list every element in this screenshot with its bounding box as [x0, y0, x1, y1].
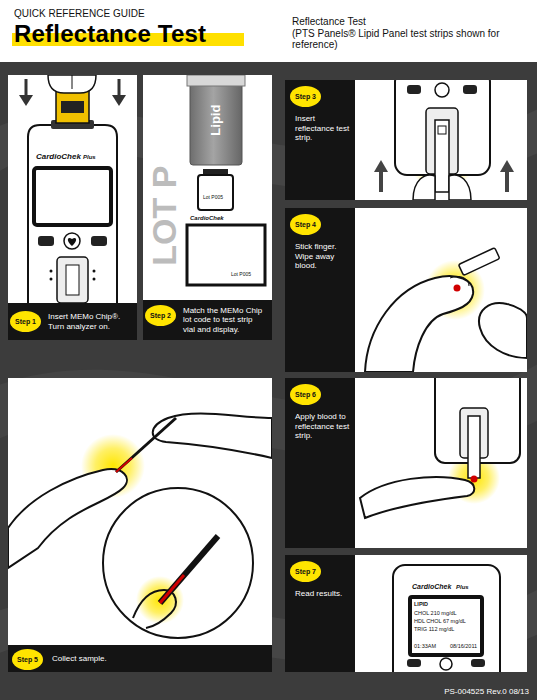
display-text: LIPID	[414, 601, 428, 607]
caption-holder: Stick finger. Wipe away blood.	[295, 242, 351, 274]
brand-label: CardioChek	[36, 153, 81, 162]
collect-sample-illustration	[8, 378, 272, 672]
step-badge: Step 5	[12, 649, 43, 670]
step-caption: Insert reflectance test strip.	[295, 114, 351, 143]
step-panel: Insert reflectance test strip. Step 3	[285, 80, 527, 200]
caption-band: Collect sample.	[8, 645, 272, 672]
brand-label: Plus	[83, 154, 96, 161]
step-caption: Match the MEMo Chip lot code to test str…	[183, 306, 266, 335]
step-badge: Step 1	[10, 311, 41, 332]
step-caption: Collect sample.	[52, 654, 266, 664]
step-column	[285, 378, 355, 548]
step-badge: Step 4	[290, 214, 321, 235]
step-caption: Insert MEMo Chip®. Turn analyzer on.	[48, 312, 131, 331]
subheading-note: (PTS Panels® Lipid Panel test strips sho…	[292, 28, 502, 50]
guide-heading: QUICK REFERENCE GUIDE	[14, 8, 145, 19]
step-number: Step 3	[295, 93, 316, 100]
brand-label: CardioChek	[190, 215, 224, 222]
vial-label: Lipid	[209, 105, 223, 136]
lot-watermark: LOT P	[146, 165, 183, 265]
step-caption: Read results.	[295, 589, 351, 599]
step-caption: Stick finger. Wipe away blood.	[295, 242, 351, 271]
analyzer-chip-illustration	[8, 75, 137, 340]
step-number: Step 7	[295, 568, 316, 575]
step-number: Step 4	[295, 221, 316, 228]
step-caption: Apply blood to reflectance test strip.	[295, 412, 351, 441]
step-number: Step 1	[15, 318, 36, 325]
step-number: Step 6	[295, 391, 316, 398]
step-badge: Step 3	[290, 86, 321, 107]
step-badge: Step 7	[290, 561, 321, 582]
caption-holder: Read results.	[295, 589, 351, 602]
page-title: Reflectance Test	[14, 20, 206, 48]
brand-label: Plus	[456, 584, 469, 591]
caption-holder: Insert reflectance test strip.	[295, 114, 351, 146]
display-text: 01:33AM	[414, 643, 436, 649]
step-badge: Step 6	[290, 384, 321, 405]
step-badge: Step 2	[145, 305, 176, 326]
document-code: PS-004525 Rev.0 08/13	[444, 688, 529, 697]
step-panel: Apply blood to reflectance test strip. St…	[285, 378, 527, 548]
brand-label: CardioChek	[412, 583, 451, 591]
step-number: Step 2	[150, 312, 171, 319]
display-text: CHOL 210 mg/dL	[414, 610, 457, 616]
step-panel: Stick finger. Wipe away blood. Step 4	[285, 208, 527, 372]
display-lot-code: Lot P005	[231, 272, 251, 278]
step-panel: Insert MEMo Chip®. Turn analyzer on. Step…	[8, 75, 137, 340]
step-panel: Collect sample. Step 5	[8, 378, 272, 672]
subheading: Reflectance Test	[292, 16, 366, 27]
chip-lot-code: Lot P005	[203, 195, 223, 201]
display-text: 08/16/2011	[450, 643, 477, 649]
step-panel: Read results. Step 7	[285, 555, 527, 672]
display-text: HDL CHOL 67 mg/dL	[414, 618, 466, 624]
caption-holder: Apply blood to reflectance test strip.	[295, 412, 351, 444]
step-number: Step 5	[17, 656, 38, 663]
display-text: TRIG 112 mg/dL	[414, 626, 454, 632]
